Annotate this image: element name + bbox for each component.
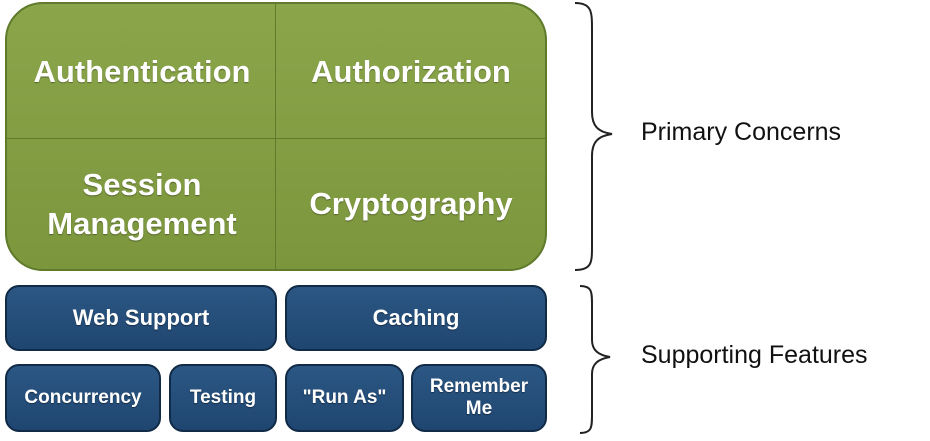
- primary-concerns-block: Authentication Authorization Session Man…: [5, 2, 547, 271]
- run-as-box: "Run As": [285, 364, 404, 432]
- primary-divider-vertical: [275, 4, 276, 269]
- primary-divider-horizontal: [7, 138, 545, 139]
- remember-me-box: Remember Me: [411, 364, 547, 432]
- authorization-label: Authorization: [311, 53, 511, 89]
- caching-box: Caching: [285, 285, 547, 351]
- caching-label: Caching: [372, 305, 460, 330]
- supporting-features-brace: [579, 285, 611, 434]
- cryptography-label: Cryptography: [309, 186, 513, 221]
- remember-me-label: Remember Me: [429, 376, 529, 419]
- session-management-cell: Session Management: [7, 138, 277, 269]
- testing-box: Testing: [169, 364, 277, 432]
- web-support-box: Web Support: [5, 285, 277, 351]
- concurrency-box: Concurrency: [5, 364, 161, 432]
- web-support-label: Web Support: [72, 305, 210, 330]
- cryptography-cell: Cryptography: [277, 138, 545, 269]
- primary-concerns-brace: [574, 2, 613, 271]
- run-as-label: "Run As": [302, 387, 387, 408]
- concurrency-label: Concurrency: [24, 387, 142, 408]
- authorization-cell: Authorization: [277, 4, 545, 138]
- testing-label: Testing: [189, 387, 257, 408]
- authentication-label: Authentication: [33, 53, 251, 89]
- supporting-features-label: Supporting Features: [641, 341, 868, 369]
- session-management-label: Session Management: [47, 166, 237, 241]
- primary-concerns-label: Primary Concerns: [641, 118, 842, 146]
- authentication-cell: Authentication: [7, 4, 277, 138]
